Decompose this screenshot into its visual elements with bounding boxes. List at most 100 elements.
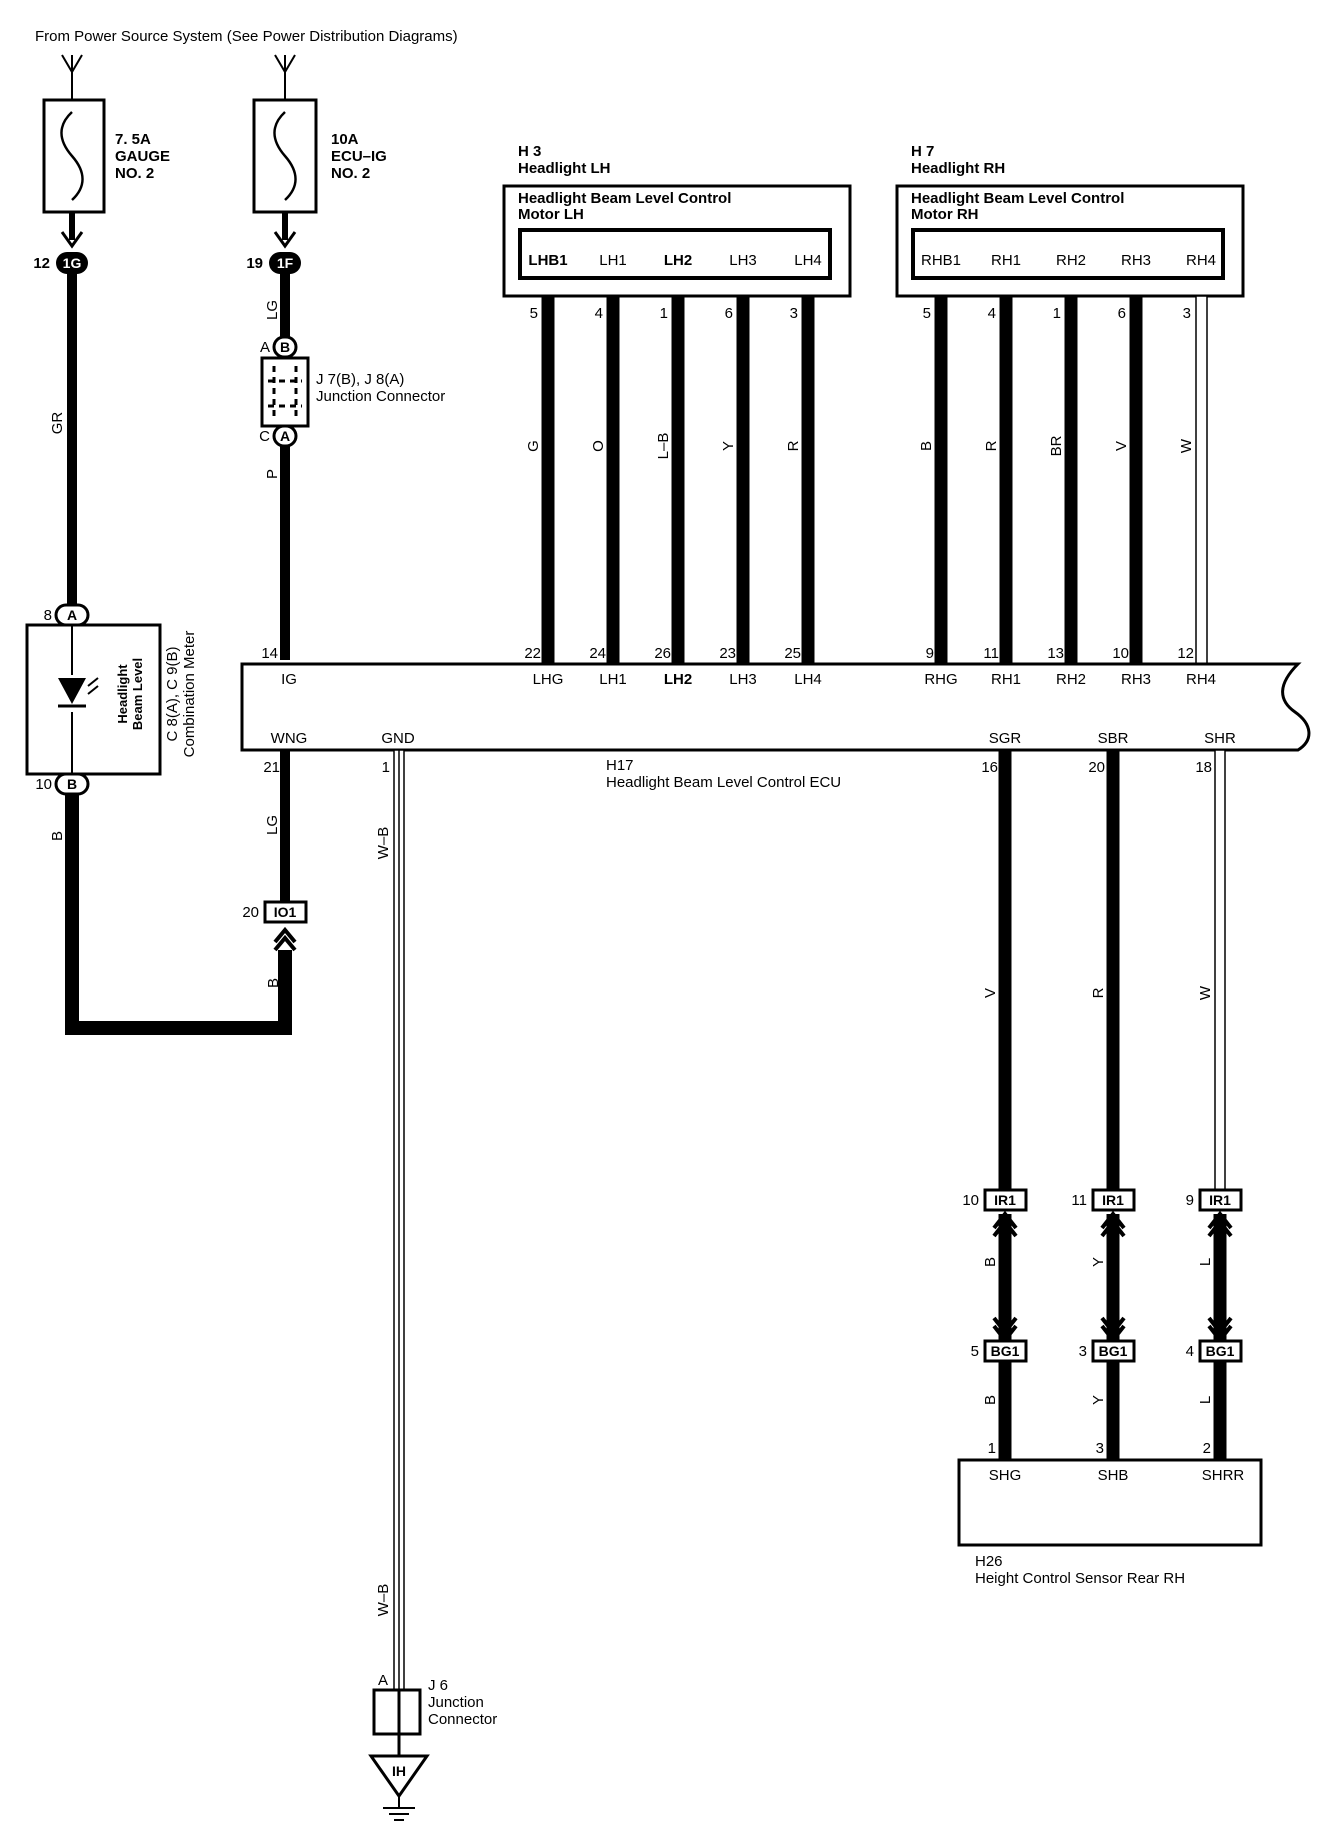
ground-icon: IH	[368, 1754, 430, 1821]
svg-text:B: B	[67, 776, 77, 792]
wires-rh: 5 4 1 6 3 B R BR V W	[918, 295, 1208, 666]
connector-ir1-c: IR1 9	[1186, 1188, 1243, 1212]
connector-io1: IO1 20	[242, 900, 308, 924]
svg-text:SGR: SGR	[989, 730, 1022, 747]
svg-text:Headlight: Headlight	[115, 664, 130, 724]
svg-text:3: 3	[1096, 1440, 1104, 1457]
svg-text:IR1: IR1	[1102, 1192, 1124, 1208]
fuse-gauge-rating: 7. 5A	[115, 131, 151, 148]
svg-text:C 8(A), C 9(B): C 8(A), C 9(B)	[164, 646, 181, 741]
svg-text:13: 13	[1047, 645, 1064, 662]
svg-text:22: 22	[524, 645, 541, 662]
svg-text:5: 5	[530, 305, 538, 322]
junction-connector-j6: A J 6 Junction Connector	[372, 1672, 497, 1756]
connector-1g: 1G 12	[33, 252, 88, 274]
svg-text:B: B	[49, 831, 66, 841]
svg-text:4: 4	[1186, 1343, 1194, 1360]
svg-text:Y: Y	[720, 441, 737, 451]
wire-segment-ir-bg-2: Y	[1090, 1210, 1126, 1344]
svg-text:L: L	[1197, 1258, 1214, 1266]
svg-text:Headlight Beam Level Control: Headlight Beam Level Control	[911, 190, 1124, 207]
svg-text:9: 9	[1186, 1192, 1194, 1209]
header-text: From Power Source System (See Power Dist…	[35, 28, 458, 45]
junction-connector-j7-j8: B A A C J 7(B), J 8(A) Junction Connecto…	[259, 335, 445, 448]
wire-segment-ir-bg-3: L	[1197, 1210, 1233, 1344]
svg-text:J 6: J 6	[428, 1677, 448, 1694]
svg-text:LH4: LH4	[794, 252, 822, 269]
height-control-sensor: SHG SHB SHRR H26 Height Control Sensor R…	[957, 1458, 1263, 1587]
svg-text:12: 12	[1177, 645, 1194, 662]
svg-text:Combination Meter: Combination Meter	[181, 631, 198, 758]
svg-text:9: 9	[926, 645, 934, 662]
svg-text:IR1: IR1	[1209, 1192, 1231, 1208]
svg-text:L–B: L–B	[655, 433, 672, 460]
svg-text:19: 19	[246, 255, 263, 272]
svg-text:23: 23	[719, 645, 736, 662]
svg-text:RH1: RH1	[991, 671, 1021, 688]
svg-text:LH3: LH3	[729, 671, 757, 688]
svg-text:J 7(B), J 8(A): J 7(B), J 8(A)	[316, 371, 404, 388]
svg-text:W–B: W–B	[375, 827, 392, 860]
svg-text:2: 2	[1203, 1440, 1211, 1457]
svg-text:Junction: Junction	[428, 1694, 484, 1711]
svg-text:Y: Y	[1090, 1257, 1107, 1267]
svg-text:Headlight RH: Headlight RH	[911, 160, 1005, 177]
svg-text:RHG: RHG	[924, 671, 957, 688]
svg-text:H26: H26	[975, 1553, 1003, 1570]
svg-text:LG: LG	[264, 815, 281, 835]
svg-text:RH3: RH3	[1121, 671, 1151, 688]
svg-text:B: B	[280, 339, 290, 355]
svg-text:LH2: LH2	[664, 252, 692, 269]
svg-text:4: 4	[595, 305, 603, 322]
connector-bg1-a: BG1 5	[971, 1339, 1028, 1363]
svg-text:A: A	[260, 339, 270, 356]
fuse-gauge-name: GAUGE	[115, 148, 170, 165]
svg-text:1: 1	[988, 1440, 996, 1457]
svg-text:10: 10	[962, 1192, 979, 1209]
svg-text:H 7: H 7	[911, 143, 934, 160]
svg-text:RH2: RH2	[1056, 252, 1086, 269]
svg-text:RHB1: RHB1	[921, 252, 961, 269]
svg-text:24: 24	[589, 645, 606, 662]
fuse-element-icon	[273, 111, 297, 201]
svg-text:SHR: SHR	[1204, 730, 1236, 747]
svg-text:11: 11	[983, 645, 999, 662]
svg-text:O: O	[590, 440, 607, 452]
svg-text:LHG: LHG	[533, 671, 564, 688]
svg-text:IO1: IO1	[274, 904, 297, 920]
svg-text:Motor RH: Motor RH	[911, 206, 979, 223]
svg-text:Beam Level: Beam Level	[130, 658, 145, 730]
wire-segment-bg-sensor: B Y L 1 3 2	[982, 1361, 1227, 1460]
svg-text:Headlight Beam Level Control E: Headlight Beam Level Control ECU	[606, 774, 841, 791]
fuse-ecu-ig-rating: 10A	[331, 131, 359, 148]
svg-text:1G: 1G	[63, 255, 82, 271]
svg-text:25: 25	[784, 645, 801, 662]
fuse-gauge-number: NO. 2	[115, 165, 154, 182]
wire-segment-ir-bg-1: B	[982, 1210, 1018, 1344]
svg-text:4: 4	[988, 305, 996, 322]
headlight-beam-level-ecu: 14 22 24 26 23 25 9 11 13 10 12 IG LHG L…	[240, 645, 1311, 791]
headlight-rh: H 7 Headlight RH Headlight Beam Level Co…	[895, 143, 1245, 298]
svg-text:RH2: RH2	[1056, 671, 1086, 688]
svg-text:1: 1	[382, 759, 390, 776]
fuse-gauge: 7. 5A GAUGE NO. 2	[42, 54, 170, 249]
svg-text:BR: BR	[1048, 435, 1065, 456]
wire-sbr: R	[1090, 750, 1120, 1190]
svg-text:LH1: LH1	[599, 252, 627, 269]
svg-text:WNG: WNG	[271, 730, 308, 747]
svg-text:6: 6	[725, 305, 733, 322]
svg-text:3: 3	[790, 305, 798, 322]
fuse-ecu-ig: 10A ECU–IG NO. 2	[252, 54, 387, 249]
svg-text:R: R	[785, 440, 802, 451]
svg-text:SBR: SBR	[1098, 730, 1129, 747]
svg-text:W: W	[1178, 438, 1195, 453]
svg-text:RH4: RH4	[1186, 671, 1216, 688]
svg-text:18: 18	[1195, 759, 1212, 776]
headlight-lh: H 3 Headlight LH Headlight Beam Level Co…	[502, 143, 852, 298]
svg-text:3: 3	[1183, 305, 1191, 322]
connector-1f: 1F 19	[246, 252, 301, 274]
svg-text:21: 21	[263, 759, 280, 776]
svg-text:H 3: H 3	[518, 143, 541, 160]
svg-text:SHRR: SHRR	[1202, 1467, 1245, 1484]
